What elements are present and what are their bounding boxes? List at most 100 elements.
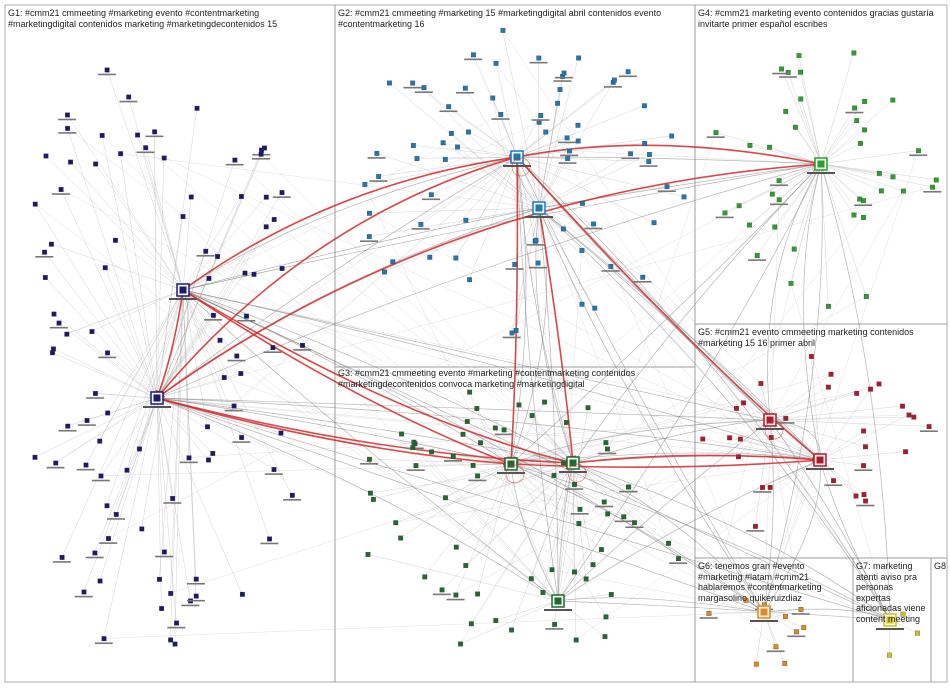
edge: [430, 156, 518, 195]
edge: [99, 397, 158, 581]
node-g1: [271, 467, 277, 472]
node-label: [601, 270, 620, 272]
node-g2: [681, 194, 687, 200]
node-g3: [561, 460, 566, 466]
node-g3: [572, 569, 577, 575]
edge: [769, 190, 904, 421]
node-g4: [852, 105, 858, 111]
edge: [182, 289, 225, 378]
edge: [95, 163, 184, 291]
edge: [516, 156, 649, 162]
node-label: [747, 259, 766, 261]
node-g1: [289, 492, 295, 498]
node-label: [155, 555, 174, 558]
node-label: [598, 452, 617, 455]
node-g5: [906, 412, 912, 418]
node-g2: [557, 87, 563, 92]
node-label: [619, 490, 638, 493]
node-g1: [206, 276, 212, 281]
node-label: [919, 430, 938, 432]
node-g1: [126, 94, 132, 100]
node-g3: [542, 399, 548, 405]
node-g2: [565, 156, 571, 161]
node-label: [854, 204, 873, 207]
edge: [538, 81, 614, 209]
node-g3: [605, 511, 611, 517]
node-g4: [858, 141, 863, 146]
hub-node-label: [169, 298, 197, 300]
node-label: [553, 80, 572, 82]
node-g5: [783, 415, 789, 421]
edge: [464, 87, 540, 209]
node-label: [778, 76, 797, 78]
node-g1: [217, 337, 223, 343]
edge: [120, 153, 540, 209]
edge: [460, 462, 574, 644]
node-g1: [238, 371, 244, 376]
node-label: [505, 268, 524, 270]
edge: [182, 289, 737, 409]
node-g1: [105, 410, 111, 416]
node-g7: [915, 630, 920, 636]
edge: [103, 397, 158, 639]
edge: [769, 414, 909, 421]
edge: [820, 163, 882, 191]
node-label: [360, 463, 379, 465]
edge: [778, 163, 822, 181]
hub-edge: [538, 163, 822, 209]
edge: [472, 54, 518, 158]
strong-edge: [155, 289, 184, 399]
node-g4: [890, 97, 896, 103]
node-label: [74, 595, 93, 598]
node-g1: [102, 265, 108, 271]
edge: [516, 156, 536, 242]
node-g1: [48, 241, 54, 247]
node-g7: [900, 611, 906, 617]
node-g1: [172, 641, 178, 647]
edge: [156, 397, 371, 494]
edge: [736, 407, 821, 461]
edge: [820, 101, 865, 165]
self-loop: [764, 420, 784, 440]
hub-edge: [182, 289, 821, 461]
node-g3: [453, 544, 459, 550]
node-g2: [564, 135, 570, 141]
node-g1: [105, 350, 110, 356]
node-g2: [579, 301, 585, 307]
node-g3: [413, 463, 419, 469]
node-g2: [543, 129, 549, 135]
edge: [260, 153, 574, 464]
edge: [708, 611, 765, 614]
edge: [516, 156, 564, 229]
node-label: [531, 119, 550, 121]
node-g1: [64, 112, 70, 118]
node-label: [422, 198, 441, 201]
edge: [477, 463, 512, 594]
edge: [702, 438, 821, 461]
node-g1: [98, 473, 104, 479]
node-g3: [577, 506, 583, 512]
edge: [495, 600, 559, 621]
edge: [94, 397, 158, 553]
edge: [53, 313, 158, 399]
edge: [538, 207, 595, 309]
node-g1: [104, 503, 110, 509]
node-g1: [193, 593, 199, 599]
edge: [412, 82, 518, 158]
hub-edge: [182, 163, 822, 291]
node-label: [51, 193, 70, 195]
edge: [156, 397, 243, 595]
node-g1: [32, 201, 38, 207]
node-g4: [788, 280, 794, 286]
node-g7: [887, 652, 892, 658]
edge: [66, 289, 184, 335]
hub-edge: [156, 397, 821, 461]
edge: [401, 433, 559, 602]
node-label: [699, 617, 718, 619]
hub-edge: [538, 207, 765, 613]
node-g1: [137, 446, 142, 452]
node-g1: [168, 591, 174, 596]
node-label: [845, 111, 864, 114]
node-label: [232, 441, 251, 443]
node-g4: [792, 124, 798, 130]
